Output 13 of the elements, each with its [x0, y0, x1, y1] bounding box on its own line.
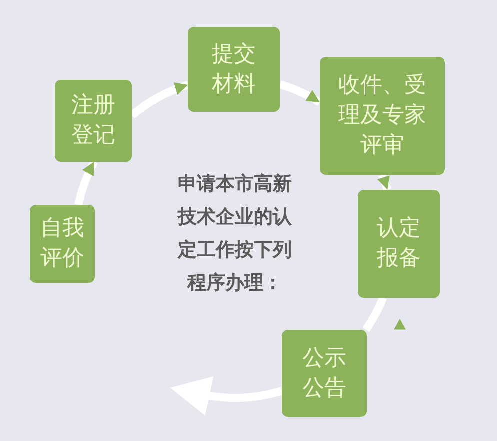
- arrow: [377, 173, 392, 192]
- arrow: [130, 81, 190, 119]
- center-text: 申请本市高新技术企业的认定工作按下列程序办理：: [176, 172, 293, 296]
- arrow: [278, 80, 322, 106]
- ring-arc: [362, 296, 387, 332]
- arrow: [170, 376, 283, 416]
- step-box: 提交材料: [188, 27, 280, 112]
- step-box: 公示公告: [282, 330, 367, 417]
- step-box: 自我评价: [30, 205, 95, 283]
- step-box: 收件、受理及专家评审: [320, 57, 445, 175]
- step-box: 认定报备: [358, 190, 440, 298]
- arrow: [74, 160, 98, 206]
- step-box: 注册登记: [55, 80, 132, 162]
